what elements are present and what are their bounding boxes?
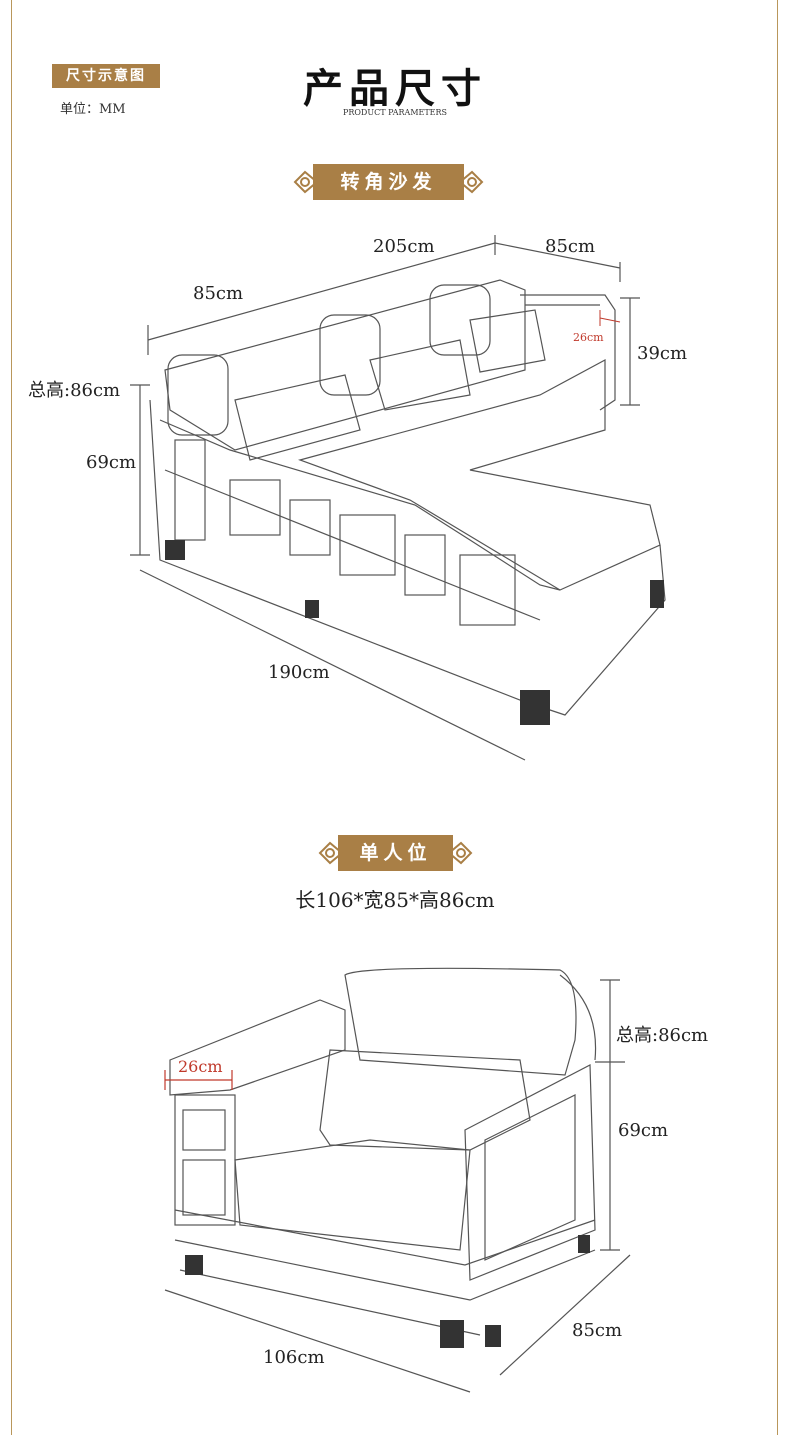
cloud-ornament-icon	[316, 839, 344, 867]
single-seat-banner: 单人位	[316, 835, 475, 871]
dim-single-armrest-width: 26cm	[178, 1057, 223, 1076]
cloud-ornament-icon	[291, 168, 319, 196]
cloud-ornament-icon	[458, 168, 486, 196]
dim-armrest-height: 39cm	[637, 343, 688, 364]
unit-label: 单位：MM	[60, 102, 126, 117]
banner-background	[313, 164, 464, 200]
banner-background	[338, 835, 453, 871]
dim-single-total-height: 总高:86cm	[616, 1025, 709, 1046]
page-subtitle: PRODUCT PARAMETERS	[342, 108, 448, 117]
dim-single-seat-height: 69cm	[618, 1120, 669, 1141]
page-title: 产品尺寸	[303, 65, 487, 112]
dim-back-length: 205cm	[373, 236, 435, 257]
cloud-ornament-icon	[447, 839, 475, 867]
banner-label: 单人位	[359, 842, 432, 864]
dim-single-length: 106cm	[263, 1347, 325, 1368]
dim-armrest-width: 26cm	[573, 331, 604, 344]
dim-right-depth: 85cm	[545, 236, 596, 257]
banner-label: 转角沙发	[340, 171, 437, 193]
dim-seat-height: 69cm	[86, 452, 137, 473]
dim-total-height: 总高:86cm	[28, 380, 121, 401]
page-border-left	[11, 0, 12, 1435]
single-seat-spec: 长106*宽85*高86cm	[295, 888, 495, 912]
dim-left-depth: 85cm	[193, 283, 244, 304]
dim-single-depth: 85cm	[572, 1320, 623, 1341]
diagram-tag: 尺寸示意图	[52, 64, 160, 88]
corner-sofa-banner: 转角沙发	[291, 164, 486, 200]
page-border-right	[777, 0, 778, 1435]
dim-bottom-length: 190cm	[268, 662, 330, 683]
corner-sofa-drawing	[130, 235, 666, 761]
